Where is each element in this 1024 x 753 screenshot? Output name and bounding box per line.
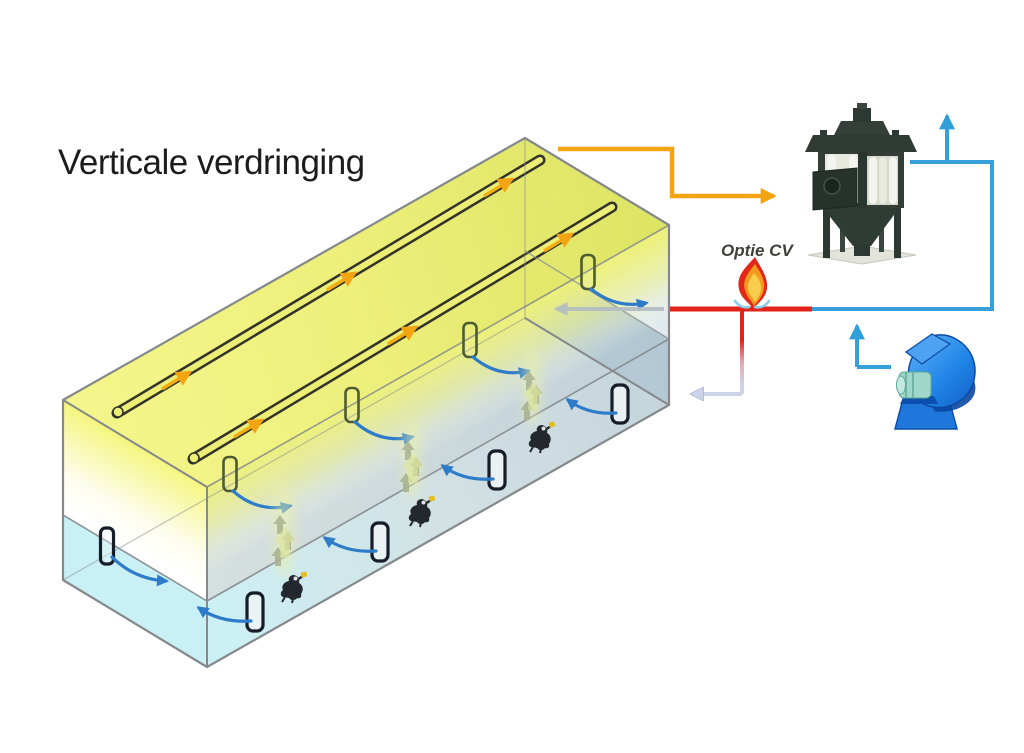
painters: [271, 349, 556, 604]
back-wall-vent-slots: [222, 253, 596, 493]
vent-slot-icon: [487, 449, 507, 491]
vent-slot-icon: [610, 383, 630, 425]
page-title: Verticale verdringing: [58, 143, 365, 182]
vent-slot-icon: [580, 253, 596, 291]
roof-airflow-arrows: [161, 177, 575, 439]
fan-outlet: [904, 333, 952, 365]
painter-figure-icon: [271, 485, 308, 604]
collector-hopper: [820, 204, 902, 246]
filter-to-fan-line: [812, 160, 994, 311]
painter-figure-icon: [520, 349, 556, 454]
vent-slot-icon: [222, 455, 238, 493]
vent-slot-icon: [245, 591, 265, 633]
heater-option-label: Optie CV: [721, 241, 794, 260]
centrifugal-fan-icon: [894, 333, 976, 430]
booth-top-face: [63, 138, 669, 487]
dust-collector-icon: [805, 103, 917, 265]
spray-booth: [61, 136, 671, 669]
extraction-duct-line: [558, 146, 777, 204]
booth-edges: [61, 136, 671, 669]
painter-figure-icon: [399, 415, 436, 528]
heated-return-lines: [553, 302, 812, 394]
collector-collar: [834, 121, 890, 135]
vent-slot-icon: [462, 321, 478, 359]
clean-air-circuit-lines: [812, 113, 994, 369]
collector-header: [813, 135, 909, 152]
vent-slot-icon: [370, 521, 390, 563]
flame-icon: [733, 257, 771, 309]
vent-slot-icon: [344, 386, 360, 424]
vent-slot-icon: [98, 526, 116, 566]
